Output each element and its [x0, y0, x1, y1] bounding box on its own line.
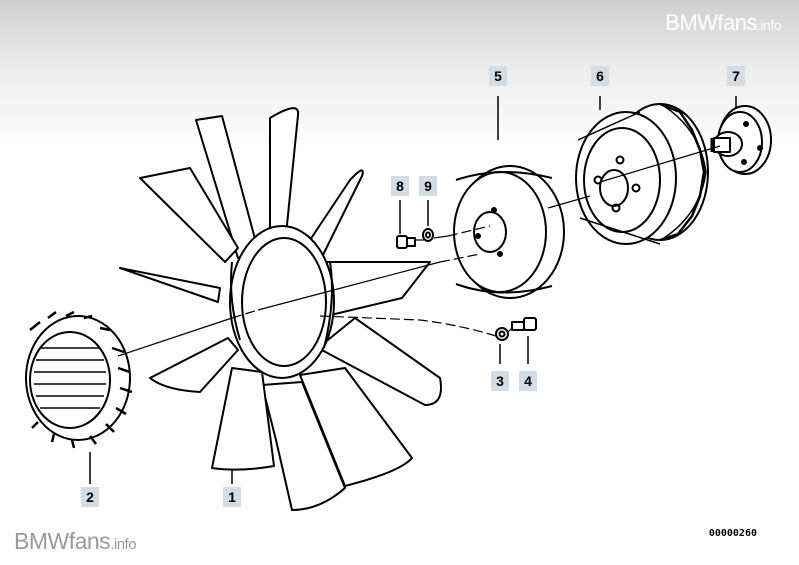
pulley-6 — [575, 102, 709, 245]
callout-4[interactable]: 4 — [519, 371, 537, 391]
fan-hub-ring — [229, 225, 335, 379]
fan-clutch — [25, 310, 133, 449]
watermark-bottom-brand: BMWfans — [14, 528, 111, 554]
hub-7 — [710, 105, 772, 175]
watermark-bottom: BMWfans.info — [14, 528, 137, 555]
callout-2[interactable]: 2 — [81, 487, 99, 507]
washer-3 — [495, 327, 509, 341]
assembly-axis-lines — [117, 145, 721, 357]
callout-8[interactable]: 8 — [391, 176, 409, 196]
watermark-top-brand: BMWfans — [665, 10, 758, 35]
pulley-5 — [453, 165, 565, 299]
watermark-top-suffix: .info — [757, 17, 781, 33]
washer-9 — [422, 228, 434, 242]
callout-leaders — [89, 96, 737, 484]
callout-5[interactable]: 5 — [489, 66, 507, 86]
callout-1[interactable]: 1 — [223, 487, 241, 507]
watermark-bottom-suffix: .info — [110, 536, 137, 553]
callout-9[interactable]: 9 — [419, 176, 437, 196]
bolt-8 — [396, 235, 416, 249]
callout-3[interactable]: 3 — [491, 371, 509, 391]
callout-7[interactable]: 7 — [727, 66, 745, 86]
diagram-reference-number: 00000260 — [708, 528, 757, 539]
callout-6[interactable]: 6 — [591, 66, 609, 86]
watermark-top: BMWfans.info — [665, 10, 781, 36]
fan-blades — [119, 107, 442, 511]
bolt-4 — [511, 317, 537, 331]
